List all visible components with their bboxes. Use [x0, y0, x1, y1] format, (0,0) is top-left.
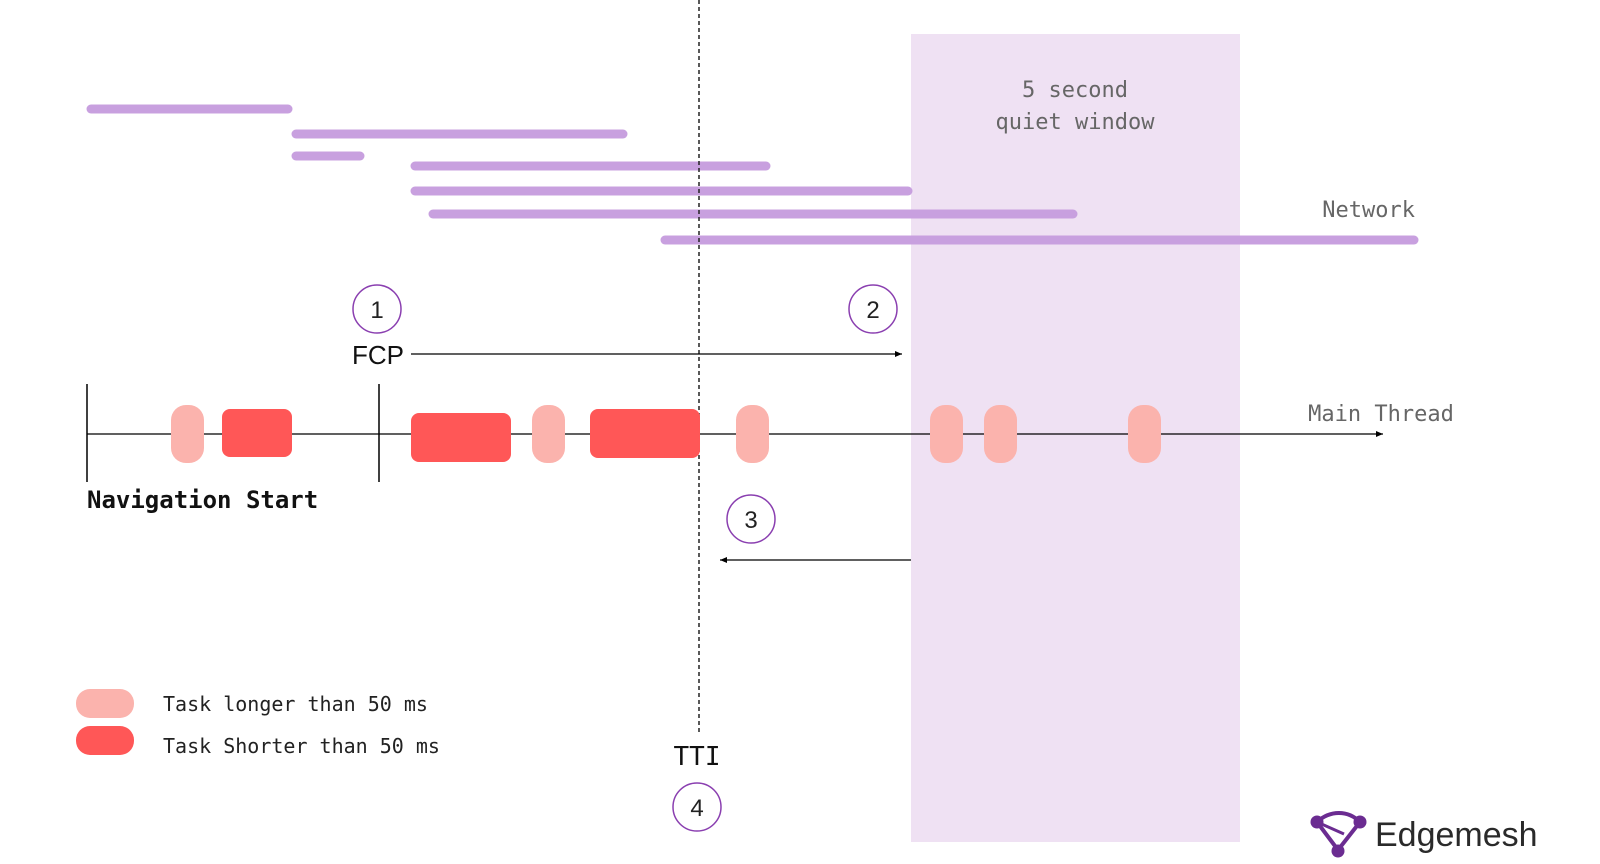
- long-task: [984, 405, 1017, 463]
- legend-swatch-long-task: [76, 689, 134, 718]
- long-task: [1128, 405, 1161, 463]
- step-2-number: 2: [866, 297, 879, 324]
- step-2-circle: [848, 284, 898, 334]
- quiet-window-label-line1: 5 second: [1022, 78, 1128, 103]
- network-requests: [86, 104, 1419, 245]
- quiet-window-label-line2: quiet window: [996, 110, 1156, 135]
- short-task: [411, 413, 511, 462]
- edgemesh-logo-text: Edgemesh: [1375, 816, 1538, 854]
- edgemesh-logo-mark-icon: [1310, 811, 1367, 858]
- short-task: [222, 409, 292, 457]
- step-4-number: 4: [690, 795, 703, 822]
- legend-label-long-task: Task longer than 50 ms: [163, 692, 428, 716]
- long-task: [171, 405, 204, 463]
- step-4-circle: [672, 782, 722, 832]
- long-task: [532, 405, 565, 463]
- step-3-number: 3: [744, 507, 757, 534]
- network-label: Network: [1322, 198, 1415, 223]
- legend-swatch-short-task: [76, 726, 134, 755]
- fcp-label: FCP: [352, 340, 404, 370]
- short-task: [590, 409, 700, 458]
- main-thread-tasks: [171, 405, 1161, 463]
- step-1-number: 1: [370, 297, 383, 324]
- long-task: [930, 405, 963, 463]
- legend: Task longer than 50 ms Task Shorter than…: [76, 689, 440, 758]
- edgemesh-logo: Edgemesh: [1310, 811, 1538, 858]
- quiet-window-region: [911, 34, 1240, 842]
- main-thread-label: Main Thread: [1308, 402, 1454, 427]
- long-task: [736, 405, 769, 463]
- tti-label: TTI: [674, 742, 721, 772]
- legend-label-short-task: Task Shorter than 50 ms: [163, 734, 440, 758]
- step-1-circle: [352, 284, 402, 334]
- navigation-start-label: Navigation Start: [87, 486, 318, 514]
- step-3-circle: [726, 494, 776, 544]
